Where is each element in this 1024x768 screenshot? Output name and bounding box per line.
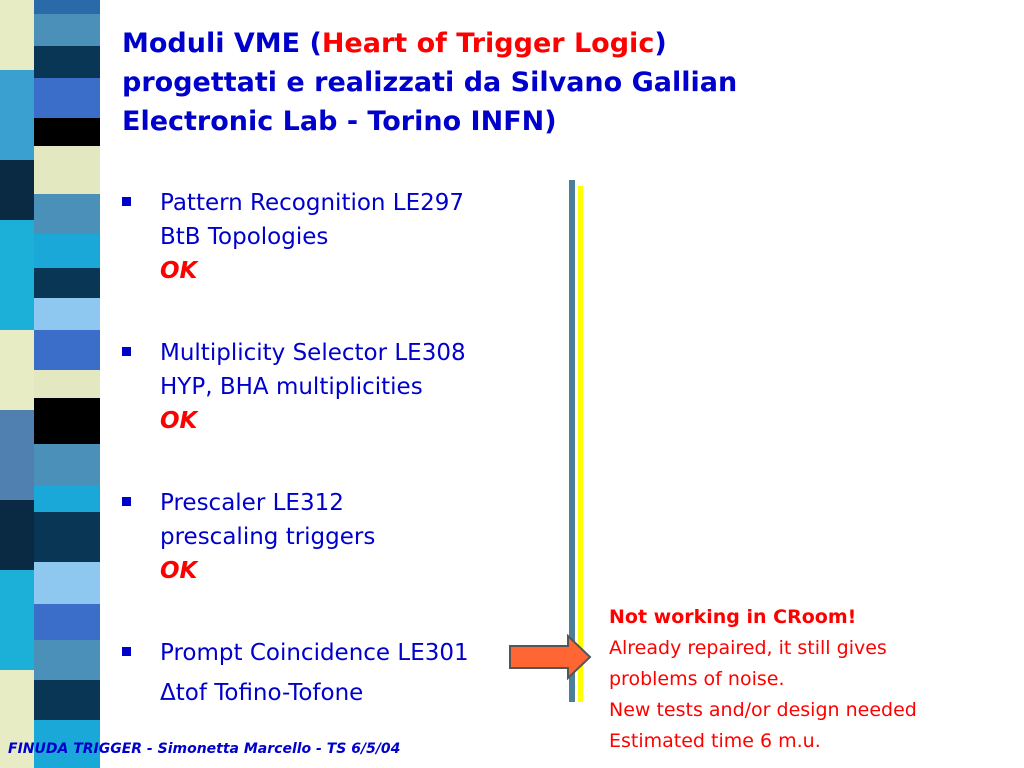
status-badge: OK (160, 258, 198, 284)
note-line: Estimated time 6 m.u. (609, 730, 821, 752)
note-line: Already repaired, it still gives (609, 637, 887, 659)
status-badge: OK (160, 408, 198, 434)
bullet-marker (122, 647, 131, 656)
module-description: HYP, BHA multiplicities (160, 374, 423, 400)
vertical-divider-yellow (578, 186, 583, 702)
module-name: Multiplicity Selector LE308 (160, 340, 466, 366)
title-suffix: ) (654, 28, 667, 59)
left-edge-strip (0, 0, 34, 768)
status-badge: OK (160, 558, 198, 584)
module-name: Pattern Recognition LE297 (160, 190, 465, 216)
module-description: prescaling triggers (160, 524, 376, 550)
title-highlight: Heart of Trigger Logic (321, 28, 655, 59)
delta-symbol: Δ (160, 680, 176, 706)
title-line-1: Moduli VME (Heart of Trigger Logic) (122, 24, 1002, 63)
module-description: Δtof Tofino-Tofone (160, 680, 364, 706)
module-name: Prescaler LE312 (160, 490, 344, 516)
decorative-color-strip (34, 0, 100, 768)
bullet-marker (122, 197, 131, 206)
slide-footer: FINUDA TRIGGER - Simonetta Marcello - TS… (8, 741, 401, 757)
note-line: problems of noise. (609, 668, 785, 690)
title-line-2: progettati e realizzati da Silvano Galli… (122, 67, 738, 98)
bullet-marker (122, 497, 131, 506)
note-line: New tests and/or design needed (609, 699, 917, 721)
bullet-marker (122, 347, 131, 356)
module-description: BtB Topologies (160, 224, 329, 250)
title-prefix: Moduli VME ( (122, 28, 322, 59)
note-heading: Not working in CRoom! (609, 606, 857, 628)
vertical-divider-blue (569, 180, 575, 702)
right-arrow-icon (509, 634, 592, 680)
module-name: Prompt Coincidence LE301 (160, 640, 469, 666)
slide-title: Moduli VME (Heart of Trigger Logic) prog… (122, 24, 1002, 141)
problem-note: Not working in CRoom! Already repaired, … (609, 602, 1019, 757)
title-line-3: Electronic Lab - Torino INFN) (122, 106, 557, 137)
